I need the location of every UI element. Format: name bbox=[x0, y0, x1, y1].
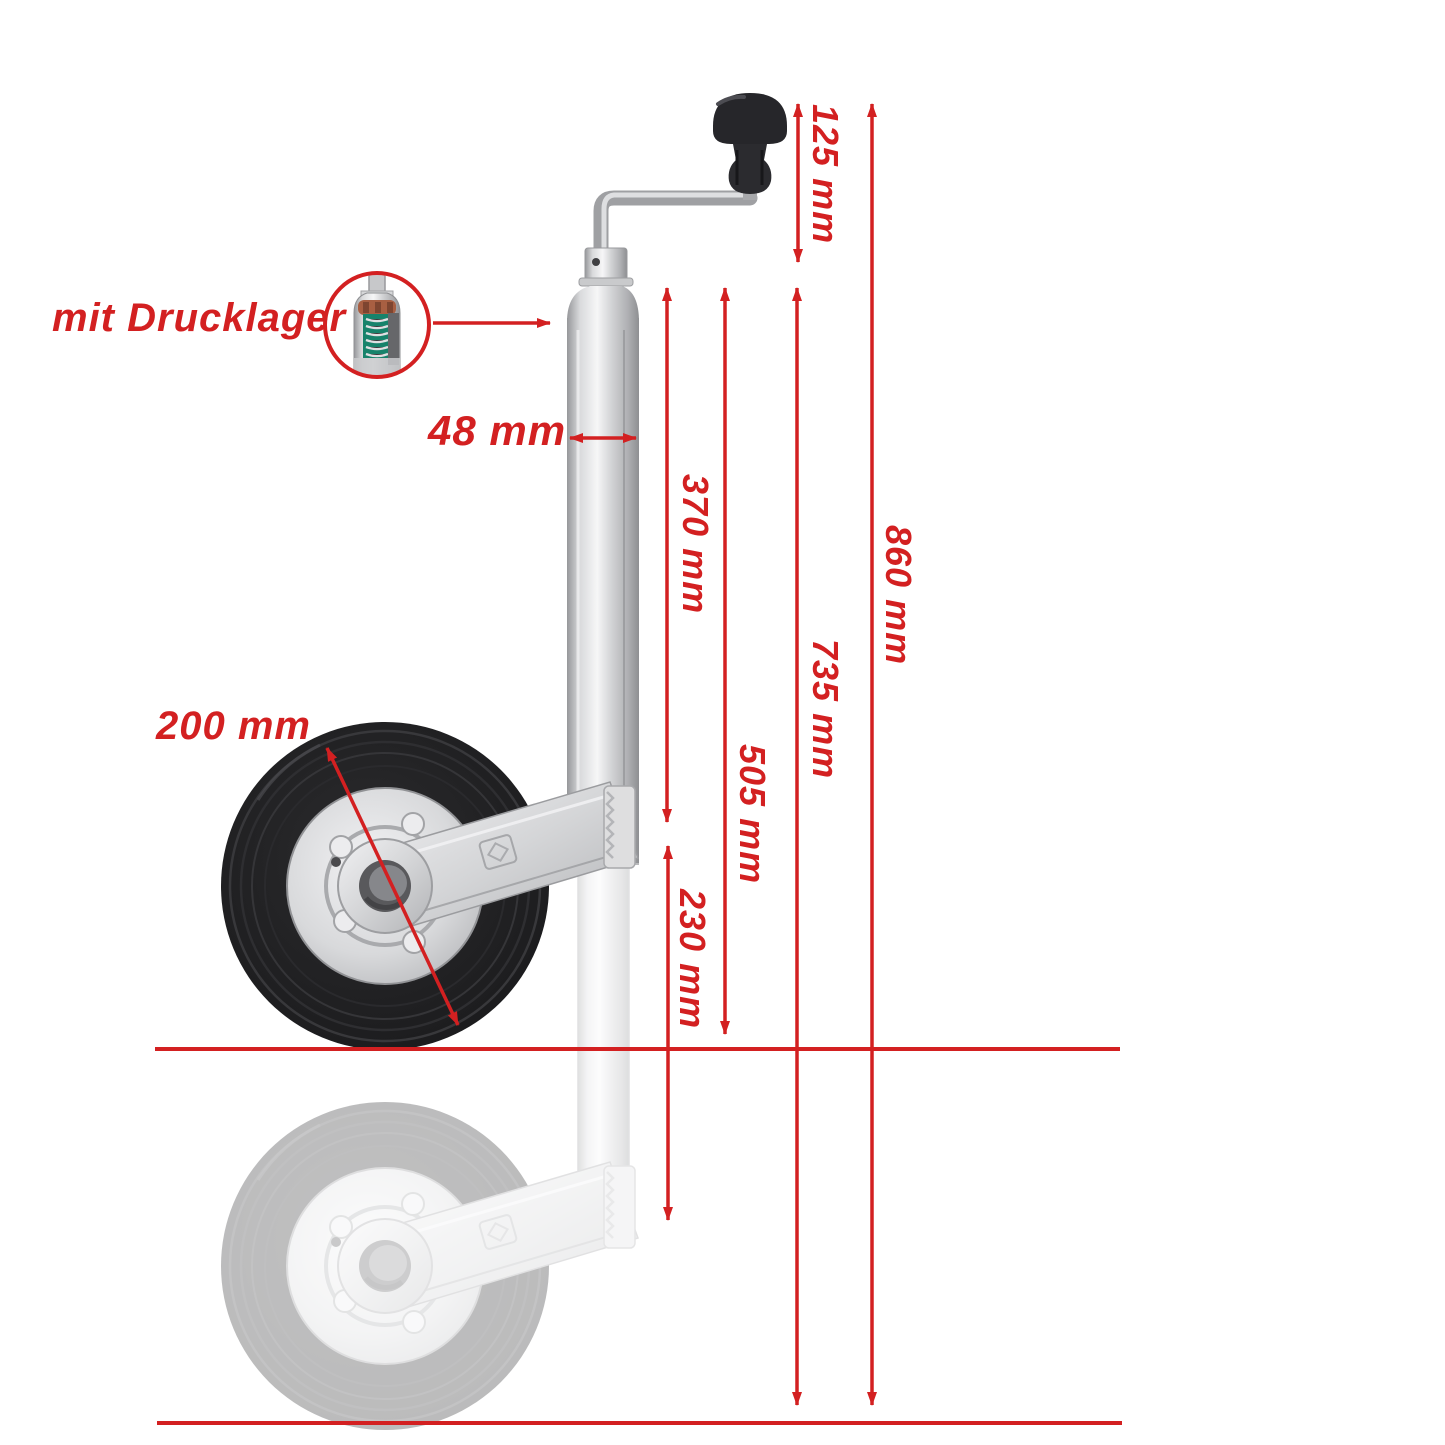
dim-label-370mm: 370 mm bbox=[675, 474, 716, 615]
outer-tube bbox=[567, 286, 639, 865]
dimension-lines bbox=[155, 103, 1122, 1425]
bearing-cutaway bbox=[353, 275, 401, 375]
dim-label-860mm: 860 mm bbox=[878, 525, 919, 666]
dimension-line-200mm bbox=[325, 747, 460, 1026]
dim-label-125mm: 125 mm bbox=[805, 104, 846, 245]
dim-label-735mm: 735 mm bbox=[805, 639, 846, 780]
tube-neck-collar bbox=[578, 247, 634, 287]
detail-inset bbox=[323, 271, 551, 379]
dim-label-505mm: 505 mm bbox=[732, 744, 773, 885]
dim-label-230mm: 230 mm bbox=[672, 889, 713, 1030]
arm-stamp-logo bbox=[478, 834, 518, 870]
callout-label: mit Drucklager bbox=[52, 296, 347, 340]
crank-handle bbox=[593, 182, 758, 262]
dim-label-48mm: 48 mm bbox=[428, 407, 567, 454]
inset-circle-border bbox=[323, 271, 431, 379]
dim-label-200mm: 200 mm bbox=[156, 704, 311, 748]
bearing-spring-coils bbox=[365, 317, 389, 358]
crank-knob bbox=[713, 93, 787, 194]
clamp-serration bbox=[603, 785, 636, 869]
